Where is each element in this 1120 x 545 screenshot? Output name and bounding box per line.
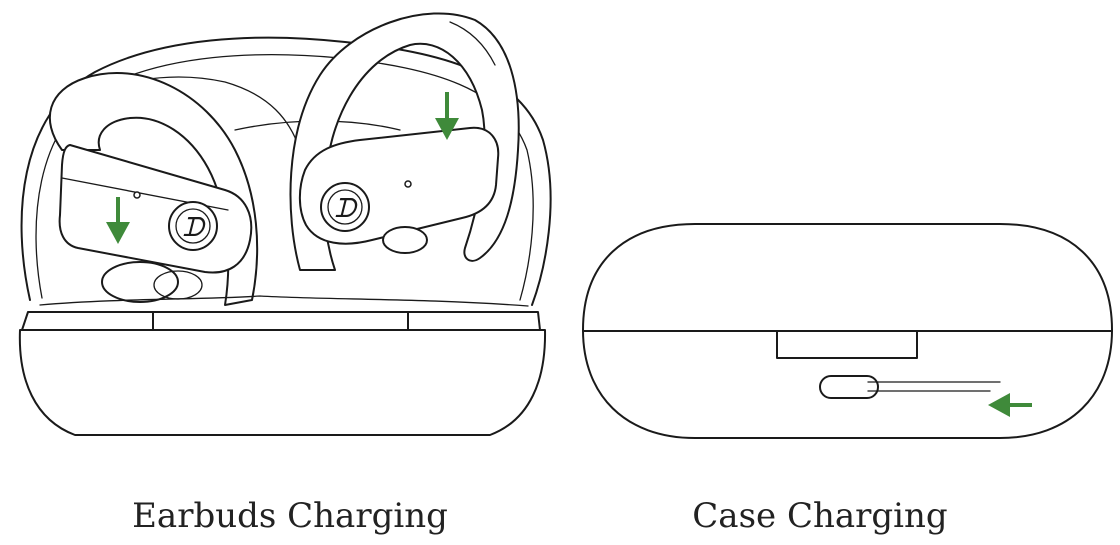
right-earbud-tip [382, 226, 428, 254]
right-logo-ring [327, 189, 363, 225]
left-insert-arrow-icon [106, 197, 130, 244]
case-lid-outer [20, 36, 552, 306]
right-d-logo-icon: ᗪ [334, 194, 358, 224]
case-base [18, 329, 547, 436]
right-hook-detail [449, 21, 496, 66]
right-earbud-hook [289, 12, 520, 271]
earbuds-charging-caption: Earbuds Charging [132, 496, 448, 536]
right-led-dot [404, 180, 412, 188]
open-charging-case: ᗪ ᗪ [18, 12, 552, 436]
closed-charging-case [582, 223, 1113, 439]
usb-c-port [819, 375, 879, 399]
left-d-logo-icon: ᗪ [182, 213, 206, 243]
case-lid-inner [35, 54, 534, 301]
left-earbud-tip [101, 261, 179, 303]
case-rim-top [39, 295, 529, 307]
closed-case-hinge-tab [776, 330, 918, 359]
case-hinge-slot [152, 311, 409, 331]
cable-insert-arrow-icon [988, 393, 1032, 417]
case-charging-caption: Case Charging [692, 496, 948, 536]
right-insert-arrow-icon [435, 92, 459, 140]
left-logo-ring [175, 208, 211, 244]
left-led-dot [133, 191, 141, 199]
left-earbud-hook [48, 72, 259, 306]
